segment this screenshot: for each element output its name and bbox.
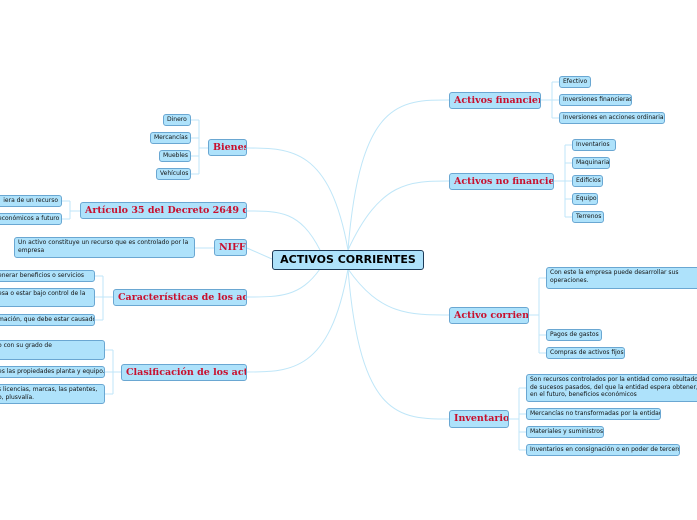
central-topic[interactable]: ACTIVOS CORRIENTES bbox=[272, 250, 424, 270]
subtopic[interactable]: s licencias, marcas, las patentes, o, pl… bbox=[0, 384, 105, 404]
subtopic[interactable]: mación, que debe estar causado bbox=[0, 314, 95, 326]
subtopic[interactable]: enerar beneficios o servicios bbox=[0, 270, 95, 282]
topic-caracteristicas[interactable]: Características de los activos bbox=[113, 289, 247, 306]
subtopic[interactable]: Son recursos controlados por la entidad … bbox=[526, 374, 697, 402]
subtopic[interactable]: Inversiones financieras bbox=[559, 94, 632, 106]
topic-activos-no-financieros[interactable]: Activos no financieros bbox=[449, 173, 554, 190]
topic-clasificacion[interactable]: Clasificación de los activos bbox=[121, 364, 247, 381]
subtopic[interactable]: Pagos de gastos bbox=[546, 329, 602, 341]
subtopic[interactable]: Efectivo bbox=[559, 76, 591, 88]
subtopic[interactable]: iera de un recurso bbox=[0, 195, 62, 207]
subtopic[interactable]: Vehículos bbox=[156, 168, 191, 180]
topic-activos-financieros[interactable]: Activos financieros bbox=[449, 92, 541, 109]
topic-activo-corriente[interactable]: Activo corriente bbox=[449, 307, 529, 324]
subtopic[interactable]: Edificios bbox=[572, 175, 603, 187]
topic-niff[interactable]: NIFF bbox=[214, 239, 247, 256]
subtopic[interactable]: Muebles bbox=[159, 150, 191, 162]
subtopic[interactable]: Equipo bbox=[572, 193, 598, 205]
subtopic[interactable]: Dinero bbox=[163, 114, 191, 126]
topic-bienes[interactable]: Bienes bbox=[208, 139, 247, 156]
subtopic[interactable]: Compras de activos fijos bbox=[546, 347, 625, 359]
subtopic[interactable]: Inventarios bbox=[572, 139, 616, 151]
subtopic[interactable]: Mercancías no transformadas por la entid… bbox=[526, 408, 661, 420]
subtopic[interactable]: Mercancías bbox=[150, 132, 191, 144]
subtopic[interactable]: económicos a futuro bbox=[0, 213, 62, 225]
subtopic[interactable]: Materiales y suministros bbox=[526, 426, 604, 438]
subtopic[interactable]: Un activo constituye un recurso que es c… bbox=[14, 237, 195, 258]
subtopic[interactable]: esa o estar bajo control de la bbox=[0, 288, 95, 307]
topic-inventarios[interactable]: Inventarios bbox=[449, 410, 509, 428]
subtopic[interactable]: es las propiedades planta y equipo. bbox=[0, 366, 105, 378]
subtopic[interactable]: Inversiones en acciones ordinarias bbox=[559, 112, 665, 124]
subtopic[interactable]: Con este la empresa puede desarrollar su… bbox=[546, 267, 697, 289]
topic-articulo-35[interactable]: Artículo 35 del Decreto 2649 de 1993 bbox=[80, 202, 247, 219]
subtopic[interactable]: Inventarios en consignación o en poder d… bbox=[526, 444, 680, 456]
subtopic[interactable]: Maquinaria bbox=[572, 157, 610, 169]
subtopic[interactable]: o con su grado de bbox=[0, 340, 105, 360]
subtopic[interactable]: Terrenos bbox=[572, 211, 604, 223]
